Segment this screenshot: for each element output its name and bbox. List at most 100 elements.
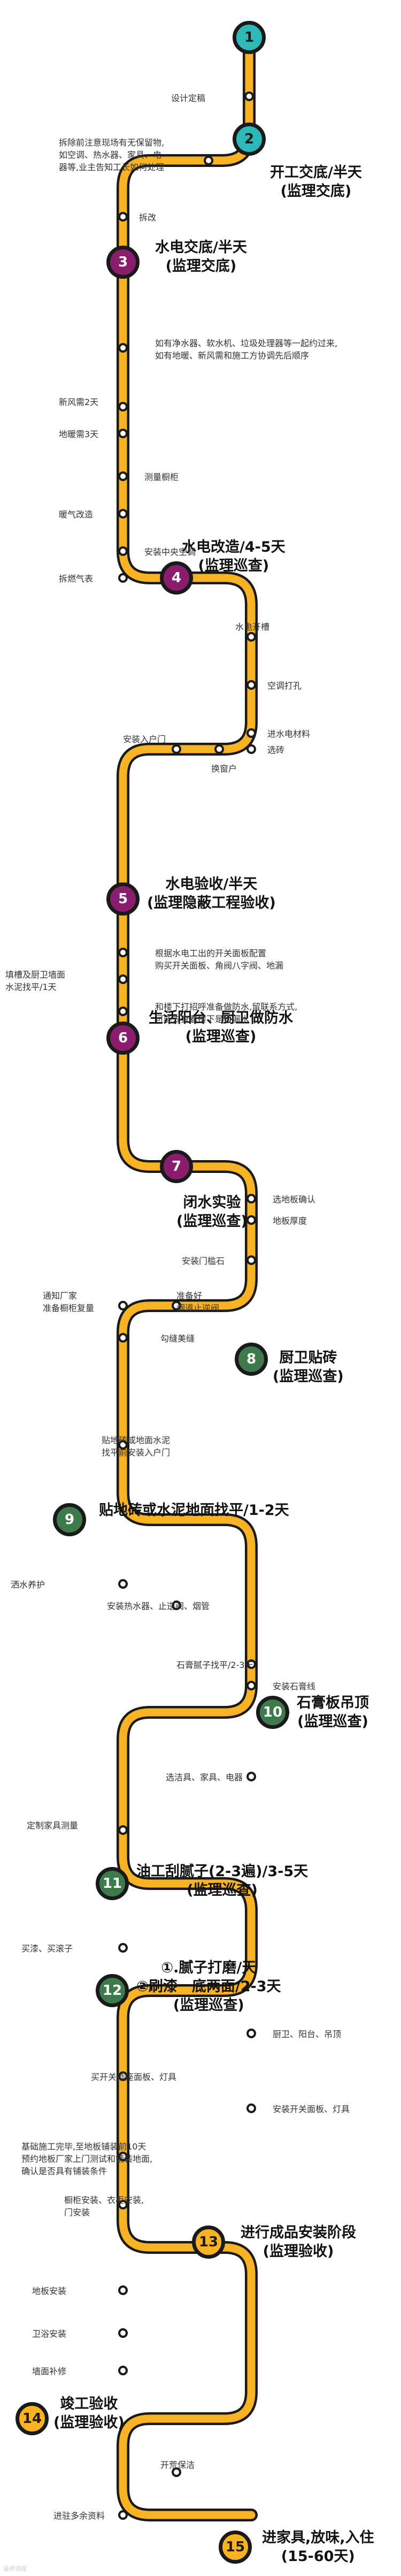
step-5-label: 新风需2天	[59, 397, 99, 407]
step-18-label: 填槽及厨卫墙面 水泥找平/1天	[5, 970, 66, 993]
step-25-dot	[118, 1333, 128, 1343]
step-40-label: 卫浴安装	[32, 2329, 67, 2339]
step-31-label: 选洁具、家具、电器	[166, 1772, 243, 1782]
stage-number: 5	[118, 891, 128, 907]
step-15-dot	[246, 744, 256, 754]
stage-15-marker: 15	[219, 2531, 252, 2564]
stage-11-marker: 11	[96, 1867, 129, 1900]
stage-number: 12	[102, 1983, 122, 1999]
step-1-dot	[244, 92, 254, 101]
step-42-dot	[172, 2467, 181, 2477]
step-19-dot	[118, 1007, 128, 1016]
stage-7-title: 闭水实验 (监理巡查)	[176, 1194, 248, 1230]
stage-number: 4	[171, 570, 182, 586]
step-21-dot	[246, 1215, 256, 1225]
step-23-label: 通知厂家 准备橱柜复量	[43, 1291, 95, 1314]
step-42-label: 开荒保洁	[160, 2460, 195, 2470]
step-15-label: 选砖	[267, 745, 285, 755]
stage-7-marker: 7	[160, 1150, 193, 1183]
stage-4-title: 水电改造/4-5天 (监理巡查)	[182, 539, 286, 575]
step-22-label: 安装门槛石	[182, 1256, 225, 1266]
step-9-label: 安装中央空调	[144, 547, 196, 557]
step-38-label: 橱柜安装、衣柜安装, 门安装	[64, 2195, 144, 2218]
step-40-dot	[118, 2328, 128, 2338]
step-18-dot	[118, 974, 128, 984]
step-37-dot	[118, 2152, 128, 2161]
step-35-label: 买开关插座面板、灯具	[91, 2072, 177, 2082]
stage-6-marker: 6	[106, 1022, 140, 1055]
step-14-dot	[172, 744, 181, 754]
step-13-dot	[246, 728, 256, 738]
step-29-dot	[246, 1659, 256, 1669]
step-33-dot	[118, 1943, 128, 1953]
step-14-label: 安装入户门	[123, 734, 166, 744]
step-41-label: 墙面补修	[32, 2366, 67, 2376]
step-7-label: 测量橱柜	[144, 472, 179, 482]
stage-number: 1	[244, 29, 255, 45]
step-34-label: 厨卫、阳台、吊顶	[273, 2029, 342, 2039]
step-28-dot	[172, 1601, 181, 1610]
step-30-label: 安装石膏线	[273, 1681, 316, 1691]
step-17-label: 根据水电工出的开关面板配置 购买开关面板、角阀八字阀、地漏	[155, 948, 284, 971]
step-38-dot	[118, 2200, 128, 2209]
stage-number: 6	[118, 1030, 128, 1046]
step-30-dot	[246, 1681, 256, 1690]
step-6-label: 地暖需3天	[59, 429, 99, 439]
stage-number: 7	[171, 1159, 182, 1175]
stage-number: 9	[64, 1512, 75, 1528]
stage-12-title: ①.腻子打磨/天 ②刷漆一底两面/2-3天 (监理巡查)	[136, 1960, 281, 2014]
stage-2-marker: 2	[233, 123, 266, 156]
stage-number: 11	[102, 1876, 122, 1892]
step-8-label: 暖气改造	[59, 509, 94, 520]
stage-5-title: 水电验收/半天 (监理隐蔽工程验收)	[147, 876, 276, 912]
step-24-label: 准备好 烟道止逆阀	[176, 1291, 220, 1314]
step-27-label: 洒水养护	[11, 1580, 45, 1590]
process-path-fill	[119, 33, 256, 2519]
step-36-dot	[246, 2104, 256, 2113]
stage-13-title: 进行成品安装阶段 (监理验收)	[241, 2224, 356, 2260]
step-32-dot	[118, 1825, 128, 1835]
stage-8-title: 厨卫贴砖 (监理巡查)	[273, 1350, 344, 1385]
stage-number: 3	[118, 254, 128, 270]
step-12-dot	[246, 680, 256, 690]
step-26-dot	[118, 1440, 128, 1450]
step-29-label: 石膏腻子找平/2-3天	[176, 1660, 253, 1670]
step-39-label: 地板安装	[32, 2286, 67, 2296]
watermark: 装修流程	[3, 2565, 27, 2572]
step-31-dot	[246, 1772, 256, 1781]
step-41-dot	[118, 2366, 128, 2375]
step-36-label: 安装开关面板、灯具	[273, 2104, 350, 2114]
stage-2-title: 开工交底/半天 (监理交底)	[270, 164, 362, 200]
step-37-label: 基础施工完毕,至地板铺装前10天 预约地板厂家上门测试和铺装地面, 确认是否具有…	[21, 2141, 153, 2177]
step-6-dot	[118, 429, 128, 438]
stage-3-title: 水电交底/半天 (监理交底)	[155, 239, 247, 275]
step-20-dot	[246, 1194, 256, 1203]
step-2-dot	[204, 156, 213, 165]
step-8-dot	[118, 509, 128, 519]
stage-10-title: 石膏板吊顶 (监理巡查)	[297, 1695, 369, 1731]
step-33-label: 买漆、买滚子	[21, 1944, 73, 1954]
step-1-label: 设计定稿	[171, 93, 206, 103]
step-27-dot	[118, 1579, 128, 1589]
stage-8-marker: 8	[235, 1343, 268, 1376]
step-4-label: 如有净水器、软水机、垃圾处理器等一起约过来, 如有地暖、新风需和施工方协调先后顺…	[155, 338, 338, 361]
step-24-dot	[172, 1301, 181, 1310]
step-11-label: 水电开槽	[235, 622, 270, 632]
stage-13-marker: 13	[192, 2226, 225, 2259]
step-21-label: 地板厚度	[273, 1216, 307, 1226]
step-22-dot	[246, 1255, 256, 1265]
stage-14-title: 竣工验收 (监理验收)	[53, 2396, 125, 2432]
step-26-label: 贴地砖或地面水泥 找平前安装入户门	[102, 1435, 171, 1458]
step-23-dot	[118, 1301, 128, 1310]
step-28-label: 安装热水器、止逆阀、烟管	[107, 1601, 210, 1611]
step-19-label: 和楼下打招呼准备做防水,留联系方式, 可能去查看楼下是否漏水	[155, 1002, 298, 1025]
step-12-label: 空调打孔	[267, 681, 302, 691]
stage-number: 15	[225, 2539, 245, 2555]
stage-5-marker: 5	[106, 882, 140, 916]
stage-1-marker: 1	[233, 21, 266, 54]
step-34-dot	[246, 2029, 256, 2038]
step-16-label: 换窗户	[211, 764, 237, 774]
stage-9-title: 贴地砖或水泥地面找平/1-2天	[99, 1502, 289, 1519]
step-35-dot	[118, 2071, 128, 2081]
step-43-dot	[118, 2510, 128, 2520]
